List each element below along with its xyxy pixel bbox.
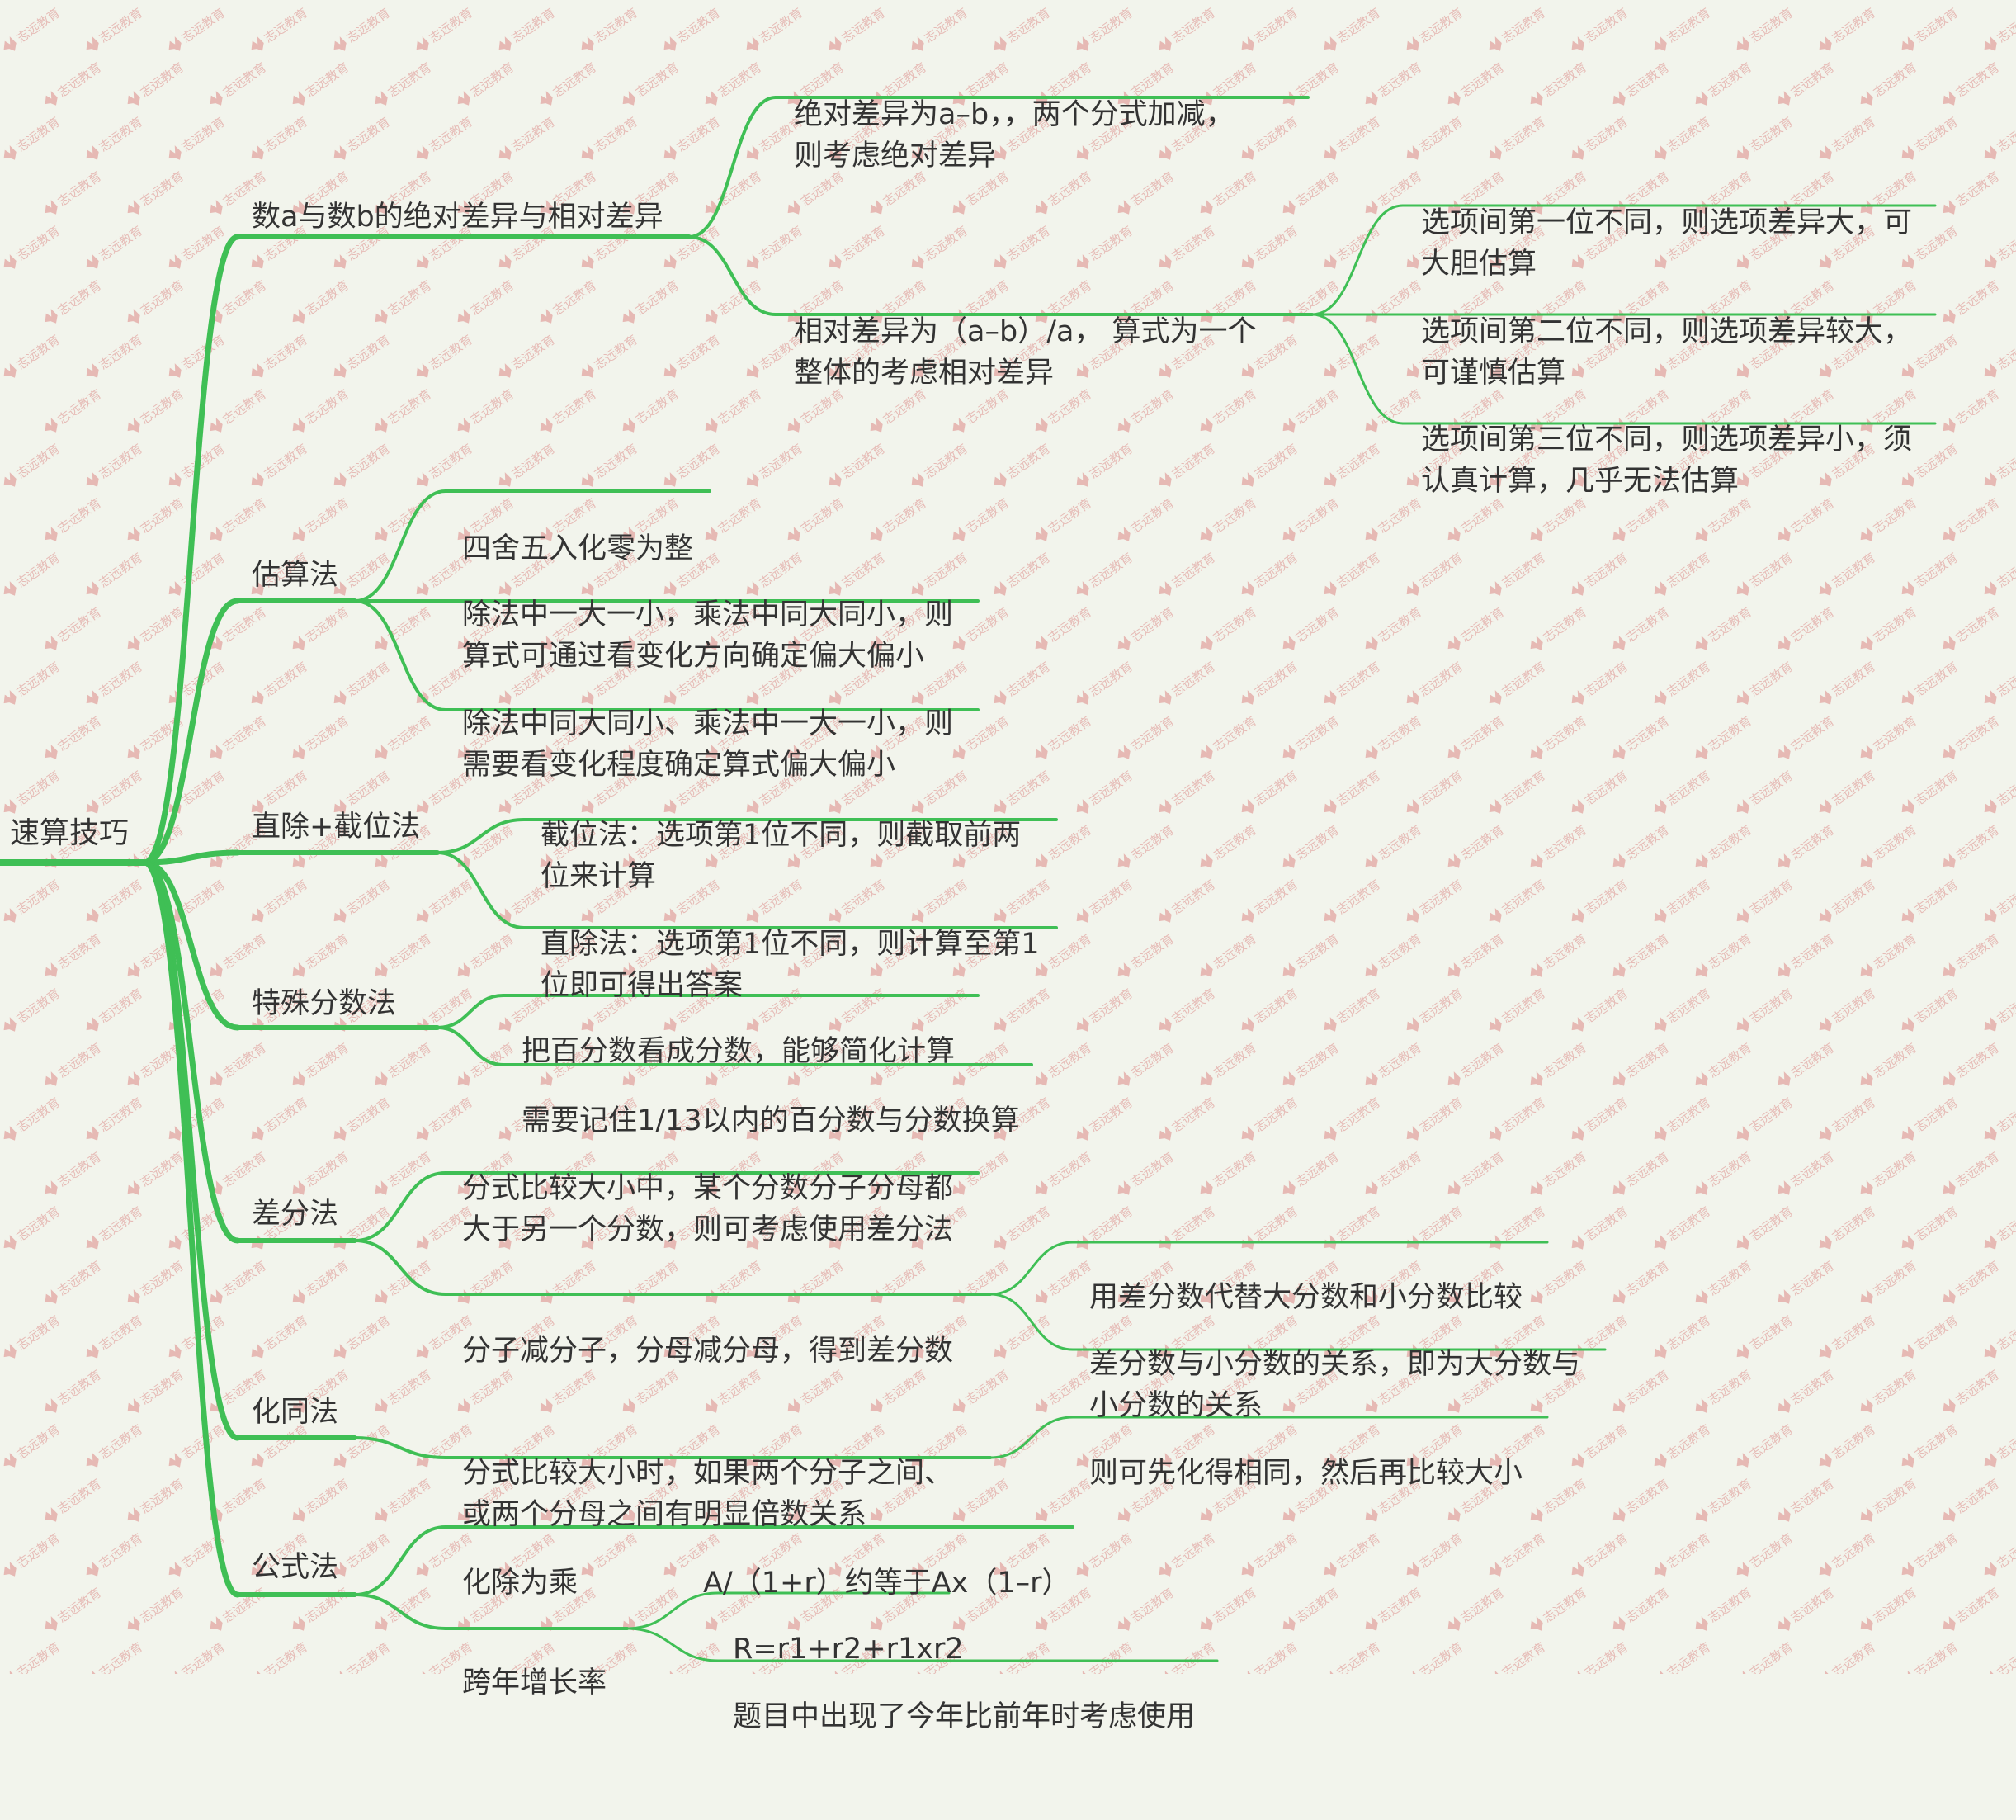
edge-diff-fraction xyxy=(353,1239,447,1296)
node-growth-usage[interactable]: 题目中出现了今年比前年时考虑使用 xyxy=(733,1700,1196,1733)
branch-label-abs-rel-diff[interactable]: 数a与数b的绝对差异与相对差异 xyxy=(252,201,663,234)
edge-diff-condition xyxy=(353,1171,447,1242)
edge-rounding xyxy=(353,489,447,603)
branch-label-formula-method[interactable]: 公式法 xyxy=(252,1551,339,1584)
edge-diff-relation xyxy=(989,1293,1074,1351)
node-abs-diff[interactable]: 绝对差异为a–b，，两个分式加减，则考虑绝对差异 xyxy=(794,98,1235,173)
watermark-layer: 志远教育志远教育志远教育志远教育志远教育志远教育志远教育志远教育志远教育志远教育… xyxy=(3,5,2016,1674)
edge-percent-fraction xyxy=(436,994,505,1029)
branch-label-direct-division[interactable]: 直除+截位法 xyxy=(252,811,421,844)
node-rel-diff[interactable]: 相对差异为（a–b）/a， 算式为一个整体的考虑相对差异 xyxy=(794,315,1257,390)
edge-option-third xyxy=(1310,313,1405,425)
node-convert-same[interactable]: 则可先化得相同，然后再比较大小 xyxy=(1089,1457,1523,1490)
edge-convert-same xyxy=(989,1416,1074,1459)
edge-memorize xyxy=(436,1026,505,1066)
branch-label-special-fraction[interactable]: 特殊分数法 xyxy=(252,987,397,1020)
branch-label-same-method[interactable]: 化同法 xyxy=(252,1396,339,1429)
edge-option-first xyxy=(1310,204,1405,316)
edge-degree xyxy=(353,599,447,711)
edge-abs-diff xyxy=(687,96,777,239)
branch-label-difference-method[interactable]: 差分法 xyxy=(252,1198,339,1231)
node-cross-year-growth[interactable]: 跨年增长率 xyxy=(462,1666,607,1699)
branch-curve-abs-rel xyxy=(141,234,241,866)
branch-curve-estimation xyxy=(141,598,241,866)
edge-multiple-relation xyxy=(353,1436,447,1459)
edge-rel-diff xyxy=(687,235,777,316)
edge-division-multiply xyxy=(353,1525,447,1596)
node-option-third-digit[interactable]: 选项间第三位不同，则选项差异小，须认真计算，几乎无法估算 xyxy=(1421,423,1913,498)
root-node-label[interactable]: 速算技巧 xyxy=(10,816,130,850)
edge-cross-year xyxy=(353,1593,447,1630)
edge-diff-replace xyxy=(989,1241,1074,1296)
branch-label-estimation[interactable]: 估算法 xyxy=(252,559,339,592)
mind-map-canvas: 志远教育志远教育志远教育志远教育志远教育志远教育志远教育志远教育志远教育志远教育… xyxy=(0,5,2016,1733)
